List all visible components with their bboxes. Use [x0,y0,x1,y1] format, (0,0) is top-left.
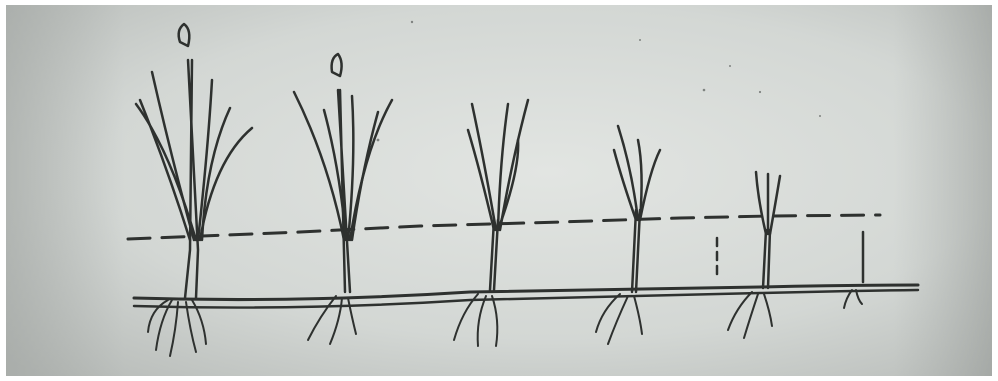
plant-drawing [0,0,998,381]
photo [0,0,998,381]
